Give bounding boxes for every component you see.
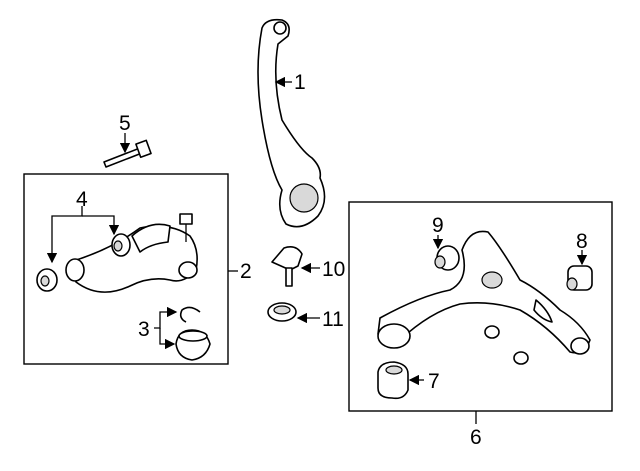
bushing-8[interactable] (566, 265, 593, 291)
upper-control-arm[interactable] (36, 213, 198, 293)
callout-5: 5 (119, 112, 131, 135)
bushing-9[interactable] (434, 245, 460, 271)
upper-arm-group-box (23, 173, 229, 365)
steering-knuckle[interactable] (257, 18, 326, 228)
bolt[interactable] (103, 139, 152, 168)
seal-ring[interactable] (267, 302, 297, 322)
ball-joint[interactable] (271, 246, 303, 287)
lower-arm-group-box (348, 201, 613, 412)
nut[interactable] (484, 325, 529, 365)
callout-8: 8 (576, 230, 588, 253)
dust-boot[interactable] (175, 329, 211, 361)
callout-3: 3 (138, 318, 150, 341)
callout-9: 9 (432, 214, 444, 237)
bushing-7[interactable] (377, 361, 409, 400)
callout-4: 4 (76, 188, 88, 211)
callout-10: 10 (322, 258, 345, 281)
snap-ring[interactable] (179, 306, 201, 323)
callout-6: 6 (470, 426, 482, 449)
callout-7: 7 (428, 370, 440, 393)
callout-2: 2 (240, 260, 252, 283)
callout-1: 1 (294, 71, 306, 94)
lower-control-arm[interactable] (377, 230, 591, 355)
callout-11: 11 (322, 308, 344, 331)
